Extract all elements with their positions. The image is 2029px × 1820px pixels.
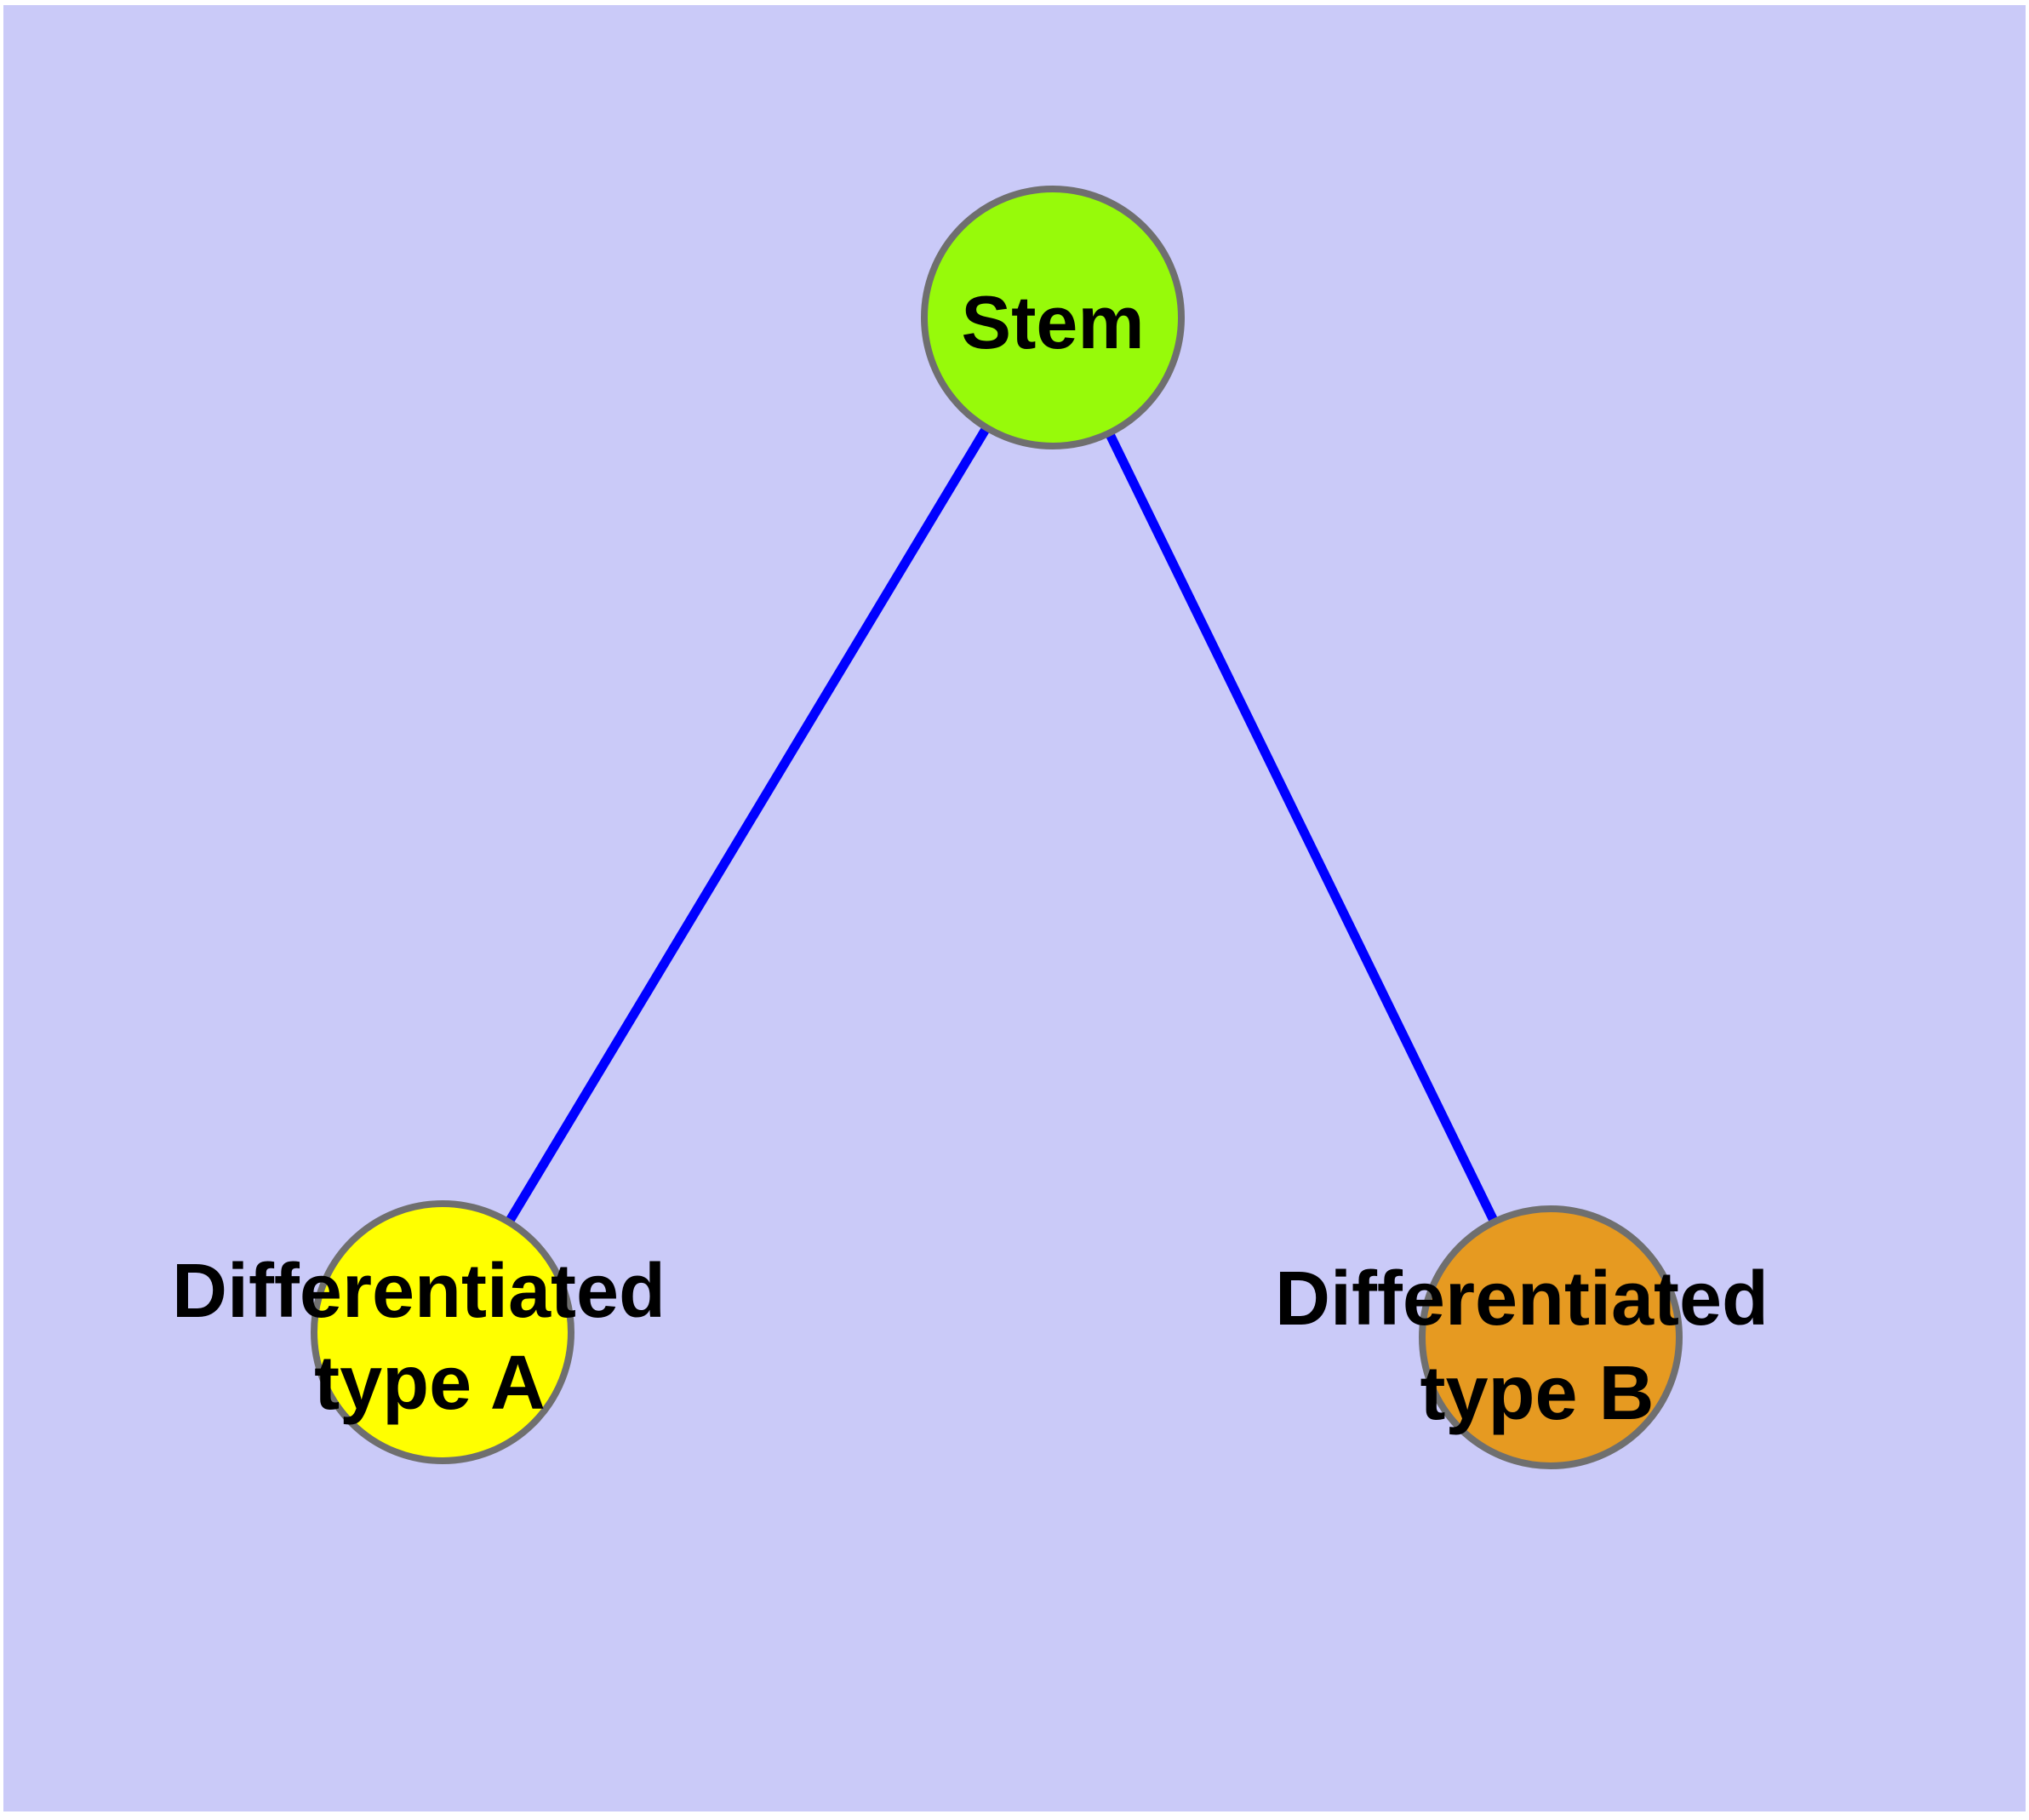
node-type-a-label-line2: type A — [314, 1341, 546, 1426]
node-stem-label: Stem — [961, 280, 1144, 364]
node-type-b-label-line1: Differentiated — [1275, 1256, 1769, 1342]
edge-stem-to-type-a — [438, 315, 1057, 1335]
node-differentiated-type-b: Differentiated type B — [1275, 1205, 1769, 1469]
node-type-b-label-line2: type B — [1420, 1351, 1654, 1436]
node-stem-circle — [921, 186, 1185, 449]
edge-stem-to-type-b — [1049, 315, 1555, 1340]
node-type-b-circle — [1419, 1205, 1683, 1469]
node-type-a-label-line1: Differentiated — [172, 1249, 666, 1334]
node-differentiated-type-a: Differentiated type A — [172, 1200, 666, 1464]
node-stem: Stem — [921, 186, 1185, 449]
node-type-a-circle — [311, 1200, 574, 1464]
